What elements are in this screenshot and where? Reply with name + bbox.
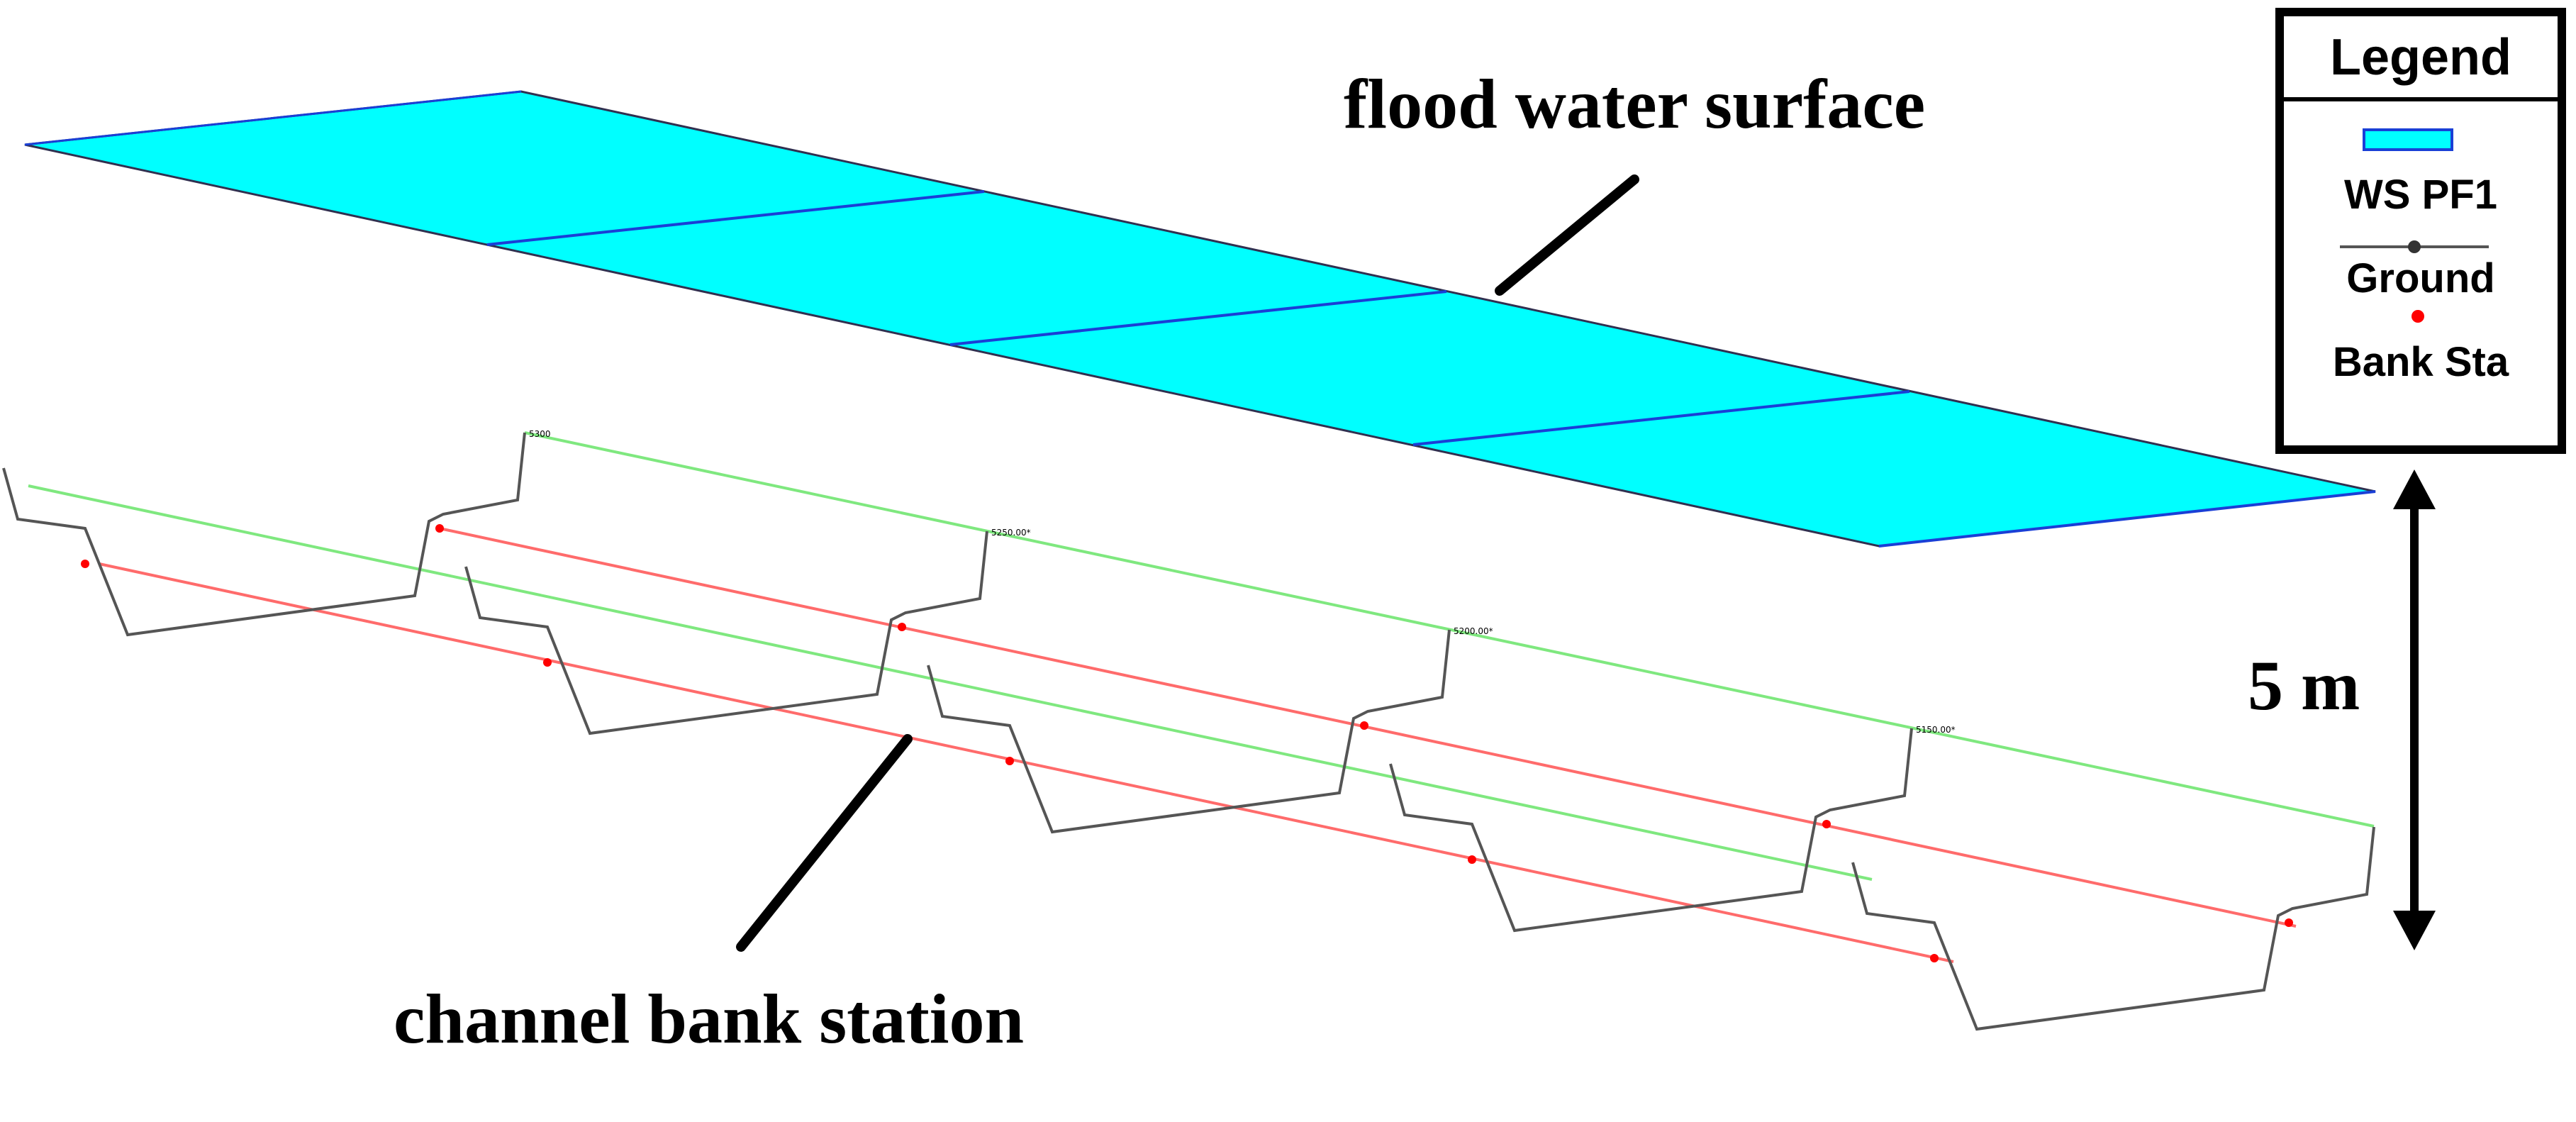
ground-profile xyxy=(1851,826,2375,1031)
water-section-line-5 xyxy=(1878,490,2376,548)
bank-station-point xyxy=(435,524,444,533)
overbank-line-right xyxy=(524,431,2375,828)
flood-callout-arrow xyxy=(1495,174,1639,296)
flood-water-surface xyxy=(24,90,2376,548)
water-section-line-2 xyxy=(486,190,985,246)
bank-station-point xyxy=(1930,954,1939,962)
legend: Legend WS PF1 Ground Bank Sta xyxy=(2275,8,2566,454)
bank-station-point xyxy=(1468,855,1476,864)
bank-station-point xyxy=(543,658,552,667)
bank-station-point xyxy=(1005,757,1014,765)
channel-bank-station-label: channel bank station xyxy=(394,979,1024,1058)
legend-title: Legend xyxy=(2330,29,2511,86)
overbank-line-left xyxy=(28,484,1873,881)
bank-station-line-left xyxy=(99,562,1954,963)
cross-section-station-label: 5250.00* xyxy=(991,528,1031,538)
legend-bank-label: Bank Sta xyxy=(2333,339,2509,385)
ground-profile xyxy=(927,629,1451,834)
scale-arrow-bottom xyxy=(2393,911,2436,950)
legend-box xyxy=(2275,8,2566,454)
water-section-line-1 xyxy=(24,90,522,146)
bank-station-point xyxy=(81,560,89,568)
cross-section-station-label: 5150.00* xyxy=(1916,725,1956,735)
bank-callout-arrow xyxy=(736,734,913,952)
legend-ws-label: WS PF1 xyxy=(2344,172,2497,218)
legend-ground-label: Ground xyxy=(2346,255,2494,301)
legend-ground-symbol-point xyxy=(2408,240,2421,253)
scale-bar: 5 m xyxy=(2248,470,2436,950)
scale-arrow-top xyxy=(2393,470,2436,509)
scale-bar-label: 5 m xyxy=(2248,646,2360,725)
cross-sections: 5300 5250.00* 5200.00* 5150.00* xyxy=(2,429,2375,1031)
legend-ws-swatch xyxy=(2363,128,2453,151)
water-section-line-3 xyxy=(949,290,1447,346)
cross-section-station-label: 5200.00* xyxy=(1454,626,1493,636)
legend-bank-symbol-point xyxy=(2411,310,2424,323)
ground-profile xyxy=(1389,728,1913,933)
bank-station-point xyxy=(1360,721,1368,730)
bank-station-point xyxy=(898,623,906,631)
ground-profile xyxy=(2,432,526,637)
water-section-line-4 xyxy=(1412,390,1910,446)
bank-station-point xyxy=(2285,918,2293,927)
ground-profile xyxy=(464,531,988,735)
flood-water-surface-label: flood water surface xyxy=(1344,65,1925,143)
bank-station-point xyxy=(1822,820,1831,828)
cross-section-station-label: 5300 xyxy=(529,429,551,439)
